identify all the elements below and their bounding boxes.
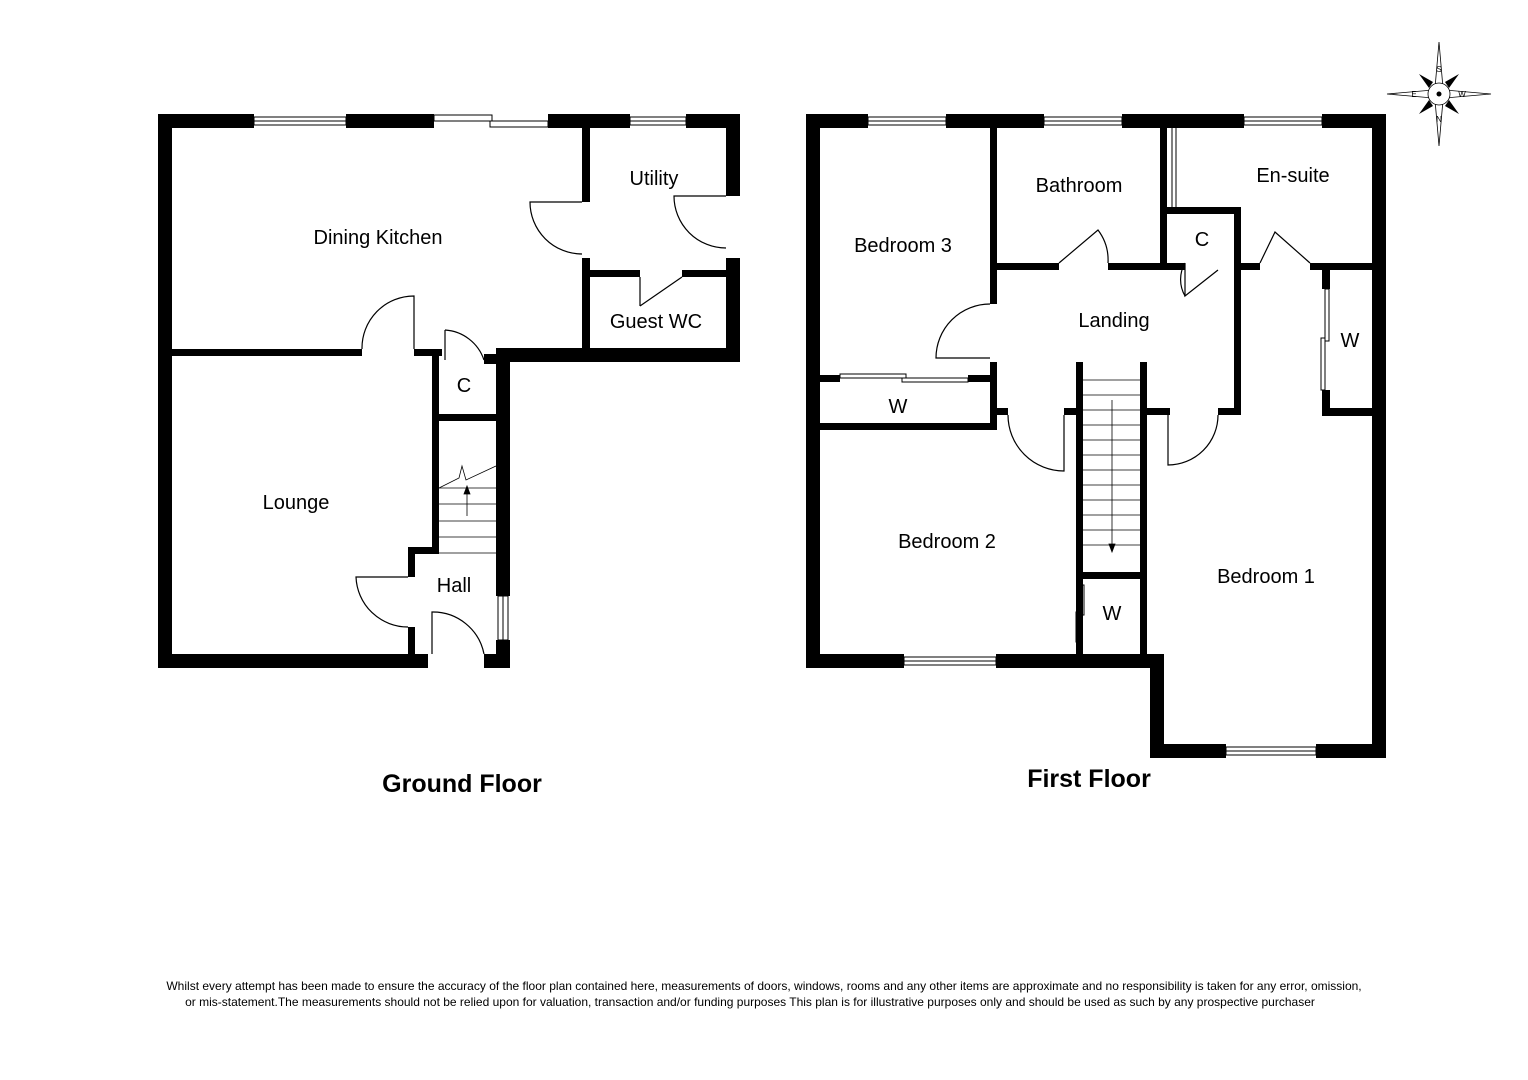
room-label-hall: Hall [437,575,471,597]
disclaimer-line-1: Whilst every attempt has been made to en… [166,979,1362,993]
room-label-en-suite: En-suite [1256,165,1329,187]
room-label-dining-kitchen: Dining Kitchen [314,227,443,249]
room-label-landing: Landing [1078,310,1149,332]
ground-floor-stairs [438,464,497,554]
ground-floor-plan: Dining Kitchen Utility Guest WC C Lounge… [158,114,740,798]
room-label-bedroom-2: Bedroom 2 [898,531,996,553]
room-label-wardrobe-bedroom-2: W [1103,603,1122,625]
room-label-bedroom-3: Bedroom 3 [854,235,952,257]
ground-floor-doors [355,195,727,655]
disclaimer-text: Whilst every attempt has been made to en… [0,978,1528,1010]
room-label-utility: Utility [630,168,679,190]
compass-east-label: E [1411,90,1416,99]
room-label-guest-wc: Guest WC [610,311,702,333]
disclaimer-line-2: or mis-statement.The measurements should… [185,995,1315,1009]
compass-south-label: S [1436,65,1441,74]
room-label-wardrobe-bedroom-1: W [1341,330,1360,352]
ground-floor-windows [253,114,687,641]
room-label-lounge: Lounge [263,492,330,514]
first-floor-windows [867,116,1323,756]
room-label-wardrobe-bedroom-3: W [889,396,908,418]
ground-floor-walls [158,114,740,668]
first-floor-plan: Bedroom 3 Bathroom En-suite C Landing W … [806,114,1386,793]
compass-rose-icon: S W E N [1386,41,1492,147]
first-floor-stairs [1083,379,1140,554]
room-label-bedroom-1: Bedroom 1 [1217,566,1315,588]
compass-north-label: N [1436,115,1442,124]
compass-west-label: W [1458,90,1466,99]
floor-title-first: First Floor [1027,765,1151,793]
first-floor-walls [806,114,1386,758]
room-label-first-floor-cupboard: C [1195,229,1209,251]
first-floor-doors [935,229,1311,472]
first-floor-wardrobe-doors [839,288,1330,643]
room-label-cupboard: C [457,375,471,397]
room-label-bathroom: Bathroom [1036,175,1123,197]
floor-title-ground: Ground Floor [382,770,542,798]
